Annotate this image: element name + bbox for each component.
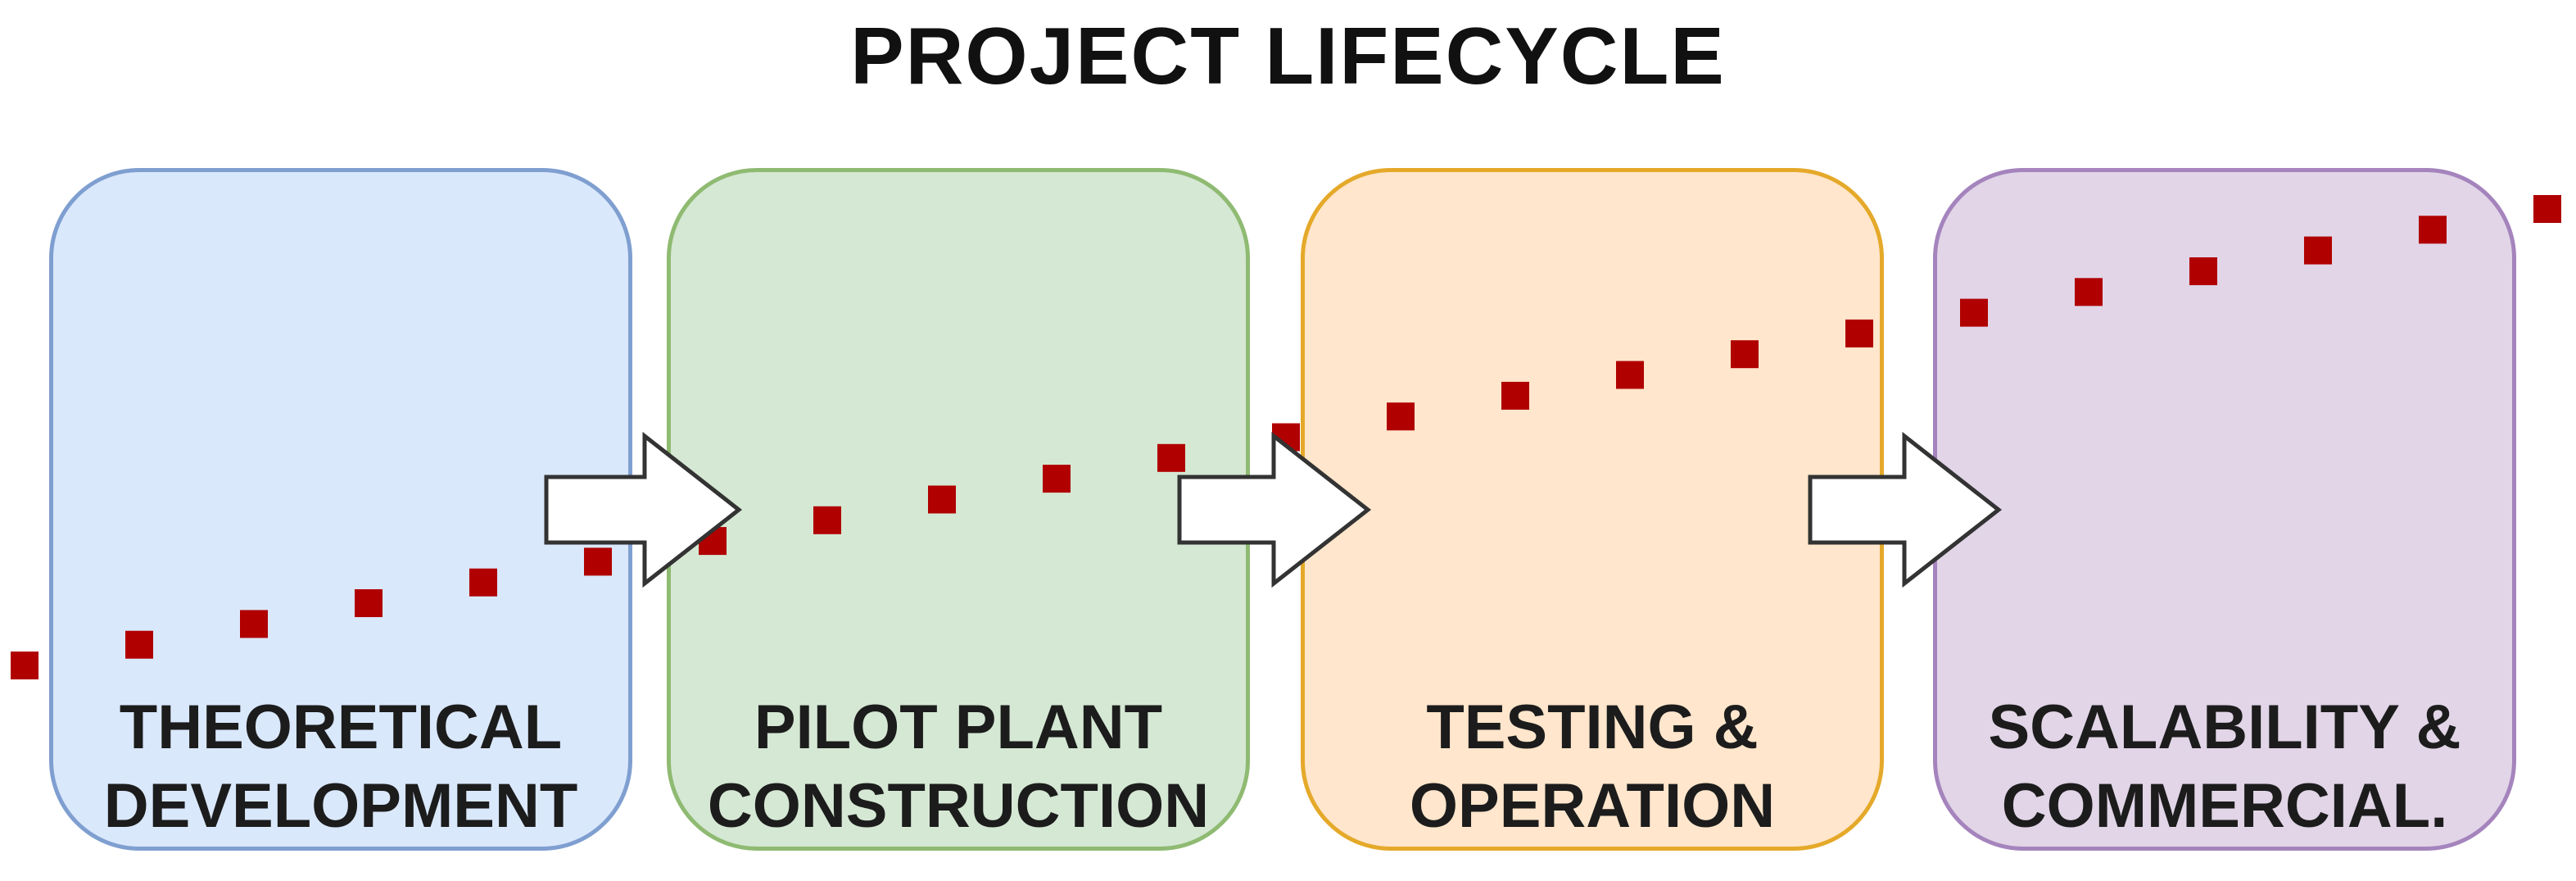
- trend-dot: [2189, 257, 2217, 285]
- diagram-title: PROJECT LIFECYCLE: [850, 11, 1726, 101]
- trend-dot: [11, 652, 38, 679]
- trend-dot: [1157, 443, 1185, 472]
- stage-label-line2: CONSTRUCTION: [707, 771, 1210, 841]
- trend-dot: [355, 589, 383, 617]
- stage-label-line1: PILOT PLANT: [754, 693, 1163, 762]
- trend-dot: [1043, 465, 1071, 493]
- trend-dot: [928, 485, 956, 514]
- trend-dot: [1387, 402, 1415, 431]
- stage-testing-operation: TESTING & OPERATION: [1301, 168, 1884, 851]
- stage-label-line2: OPERATION: [1409, 771, 1776, 841]
- trend-dot: [2419, 216, 2447, 244]
- trend-dot: [2304, 236, 2332, 265]
- stage-label-line2: COMMERCIAL.: [2001, 771, 2448, 841]
- stage-label: THEORETICAL DEVELOPMENT: [53, 688, 628, 846]
- trend-dot: [2533, 195, 2561, 223]
- trend-dot: [1501, 381, 1529, 410]
- trend-dot: [125, 630, 153, 659]
- trend-dot: [1731, 340, 1759, 369]
- stage-label: PILOT PLANT CONSTRUCTION: [671, 688, 1246, 846]
- trend-dotted-line: [11, 195, 2561, 679]
- stage-label-line1: TESTING &: [1426, 693, 1759, 762]
- right-block-arrow-icon: [1808, 431, 2003, 588]
- stage-label-line1: SCALABILITY &: [1988, 693, 2461, 762]
- trend-dot: [1960, 298, 1988, 327]
- stage-theoretical-development: THEORETICAL DEVELOPMENT: [49, 168, 632, 851]
- trend-dot: [1845, 319, 1873, 347]
- stage-label: SCALABILITY & COMMERCIAL.: [1937, 688, 2512, 846]
- stage-scalability-commercial: SCALABILITY & COMMERCIAL.: [1933, 168, 2516, 851]
- right-block-arrow-icon: [1177, 431, 1372, 588]
- stage-label: TESTING & OPERATION: [1305, 688, 1880, 846]
- trend-dot: [469, 568, 497, 597]
- right-block-arrow-icon: [544, 431, 743, 588]
- trend-dot: [1616, 361, 1644, 389]
- stage-label-line2: DEVELOPMENT: [103, 771, 578, 841]
- stage-label-line1: THEORETICAL: [119, 693, 563, 762]
- trend-dot: [2075, 278, 2103, 307]
- trend-dot: [813, 506, 841, 534]
- trend-dot: [240, 610, 268, 638]
- trend-dot: [584, 547, 612, 576]
